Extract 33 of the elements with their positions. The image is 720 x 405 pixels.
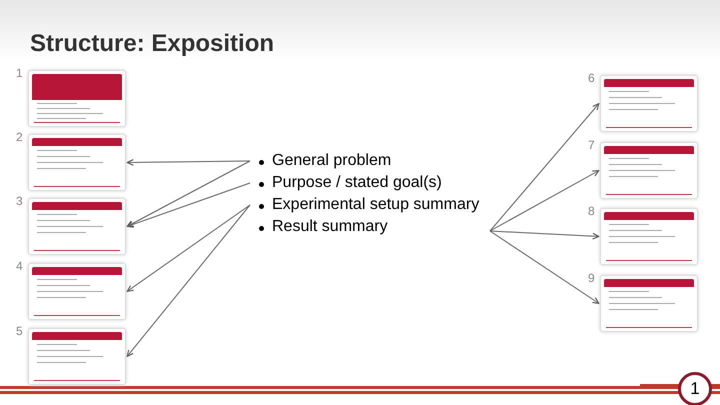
- slide-title: Structure: Exposition: [30, 30, 274, 58]
- arrow: [490, 230, 600, 304]
- slide-number: 7: [588, 138, 595, 152]
- arrow: [490, 102, 600, 232]
- bullet-point: Result summary: [250, 218, 490, 236]
- slide-number: 2: [16, 130, 23, 144]
- slide-number: 6: [588, 71, 595, 85]
- slide-thumbnail: [28, 70, 126, 127]
- bullet-point: Purpose / stated goal(s): [250, 174, 490, 192]
- slide-number: 3: [16, 194, 23, 208]
- slide-thumbnail: [28, 134, 126, 191]
- slide-number: 4: [16, 259, 23, 273]
- arrow: [126, 204, 250, 358]
- slide-thumbnail: [600, 142, 698, 199]
- slide-thumbnail: [600, 275, 698, 332]
- arrow: [490, 170, 600, 232]
- arrow: [126, 159, 250, 166]
- arrow: [126, 160, 250, 228]
- slide-thumbnail: [28, 328, 126, 385]
- page-number: 1: [678, 372, 712, 405]
- arrow: [490, 230, 600, 240]
- slide-thumbnail: [28, 263, 126, 320]
- bullet-point: Experimental setup summary: [250, 196, 490, 214]
- slide-thumbnail: [28, 198, 126, 255]
- slide-thumbnail: [600, 208, 698, 265]
- bullet-point: General problem: [250, 152, 490, 170]
- slide-number: 1: [16, 66, 23, 80]
- slide-thumbnail: [600, 75, 698, 132]
- slide-number: 8: [588, 204, 595, 218]
- slide-number: 5: [16, 324, 23, 338]
- arrow: [126, 182, 250, 228]
- slide-number: 9: [588, 271, 595, 285]
- arrow: [126, 204, 250, 292]
